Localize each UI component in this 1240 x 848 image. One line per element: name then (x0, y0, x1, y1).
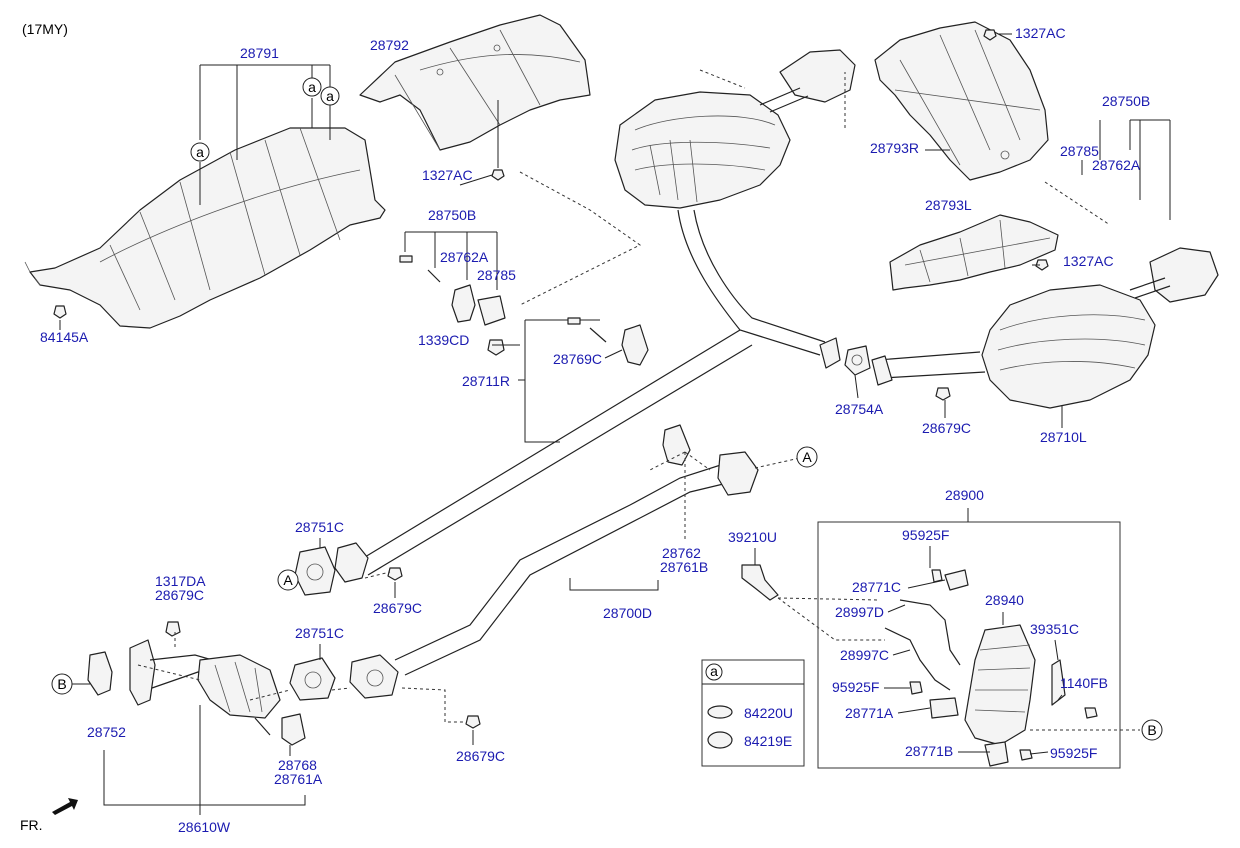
nut-1327AC-top-center (491, 169, 505, 181)
label-28754A: 28754A (835, 401, 884, 417)
front-pipe-28610W[interactable] (87, 639, 306, 746)
legend-item-84220U: 84220U (744, 705, 793, 721)
callout-A-1: A (796, 446, 818, 468)
label-28679C-4: 28679C (456, 748, 505, 764)
front-arrow-icon (52, 798, 78, 815)
rear-muffler-28710R[interactable] (614, 49, 856, 209)
legend-box: a 84220U 84219E (701, 659, 805, 767)
label-28762: 28762 (662, 545, 701, 561)
catalytic-converter-assembly-frame (817, 521, 1121, 769)
callout-A-2: A (277, 569, 299, 591)
label-28792: 28792 (370, 37, 409, 53)
label-84145A: 84145A (40, 329, 89, 345)
label-28610W: 28610W (178, 819, 231, 835)
label-28791: 28791 (240, 45, 279, 61)
svg-text:A: A (802, 449, 812, 465)
legend-item-84219E: 84219E (744, 733, 792, 749)
label-28793L: 28793L (925, 197, 972, 213)
center-pipe-28700D[interactable] (349, 424, 759, 699)
label-28679C-1: 28679C (922, 420, 971, 436)
svg-text:a: a (326, 88, 334, 104)
label-28679C-3: 28679C (373, 600, 422, 616)
legend-key: a (710, 663, 718, 679)
callout-B-1: B (51, 673, 73, 695)
nut-28679C-center (387, 567, 403, 581)
heat-shield-28793L[interactable] (889, 214, 1059, 291)
label-28710L: 28710L (1040, 429, 1087, 445)
label-28750B-2: 28750B (428, 207, 476, 223)
label-28997D: 28997D (835, 604, 884, 620)
hanger-kit-28750B-center (399, 255, 506, 356)
heat-shield-28791[interactable] (24, 127, 386, 329)
label-1327AC-1: 1327AC (422, 167, 473, 183)
label-28940: 28940 (985, 592, 1024, 608)
label-28769C: 28769C (553, 351, 602, 367)
label-1327AC-2: 1327AC (1015, 25, 1066, 41)
label-95925F-1: 95925F (902, 527, 949, 543)
callout-B-2: B (1141, 719, 1163, 741)
gasket-28754A (844, 345, 871, 376)
sensor-39210U (741, 564, 779, 601)
label-28751C-2: 28751C (295, 625, 344, 641)
label-28793R: 28793R (870, 140, 919, 156)
heat-shield-28792[interactable] (359, 14, 591, 151)
label-39351C: 39351C (1030, 621, 1079, 637)
model-year: (17MY) (22, 21, 68, 37)
label-1327AC-3: 1327AC (1063, 253, 1114, 269)
label-39210U: 39210U (728, 529, 777, 545)
catalytic-converter-28940[interactable] (964, 624, 1036, 767)
oxygen-sensor-harness[interactable] (884, 569, 1098, 761)
label-28711R: 28711R (462, 373, 510, 389)
front-label: FR. (20, 817, 43, 833)
label-28771B: 28771B (905, 743, 953, 759)
label-28997C: 28997C (840, 647, 889, 663)
label-28761B: 28761B (660, 559, 708, 575)
label-28761A: 28761A (274, 771, 323, 787)
label-28768: 28768 (278, 757, 317, 773)
nut-1327AC-top-right (983, 29, 997, 41)
callout-a-1: a (190, 142, 210, 162)
label-28700D: 28700D (603, 605, 652, 621)
label-28752: 28752 (87, 724, 126, 740)
bolt-84145A (53, 305, 67, 319)
svg-text:B: B (1147, 722, 1156, 738)
connector-pipe-28710L (871, 351, 986, 386)
label-28762A-2: 28762A (440, 249, 489, 265)
label-1317DA: 1317DA (155, 573, 206, 589)
svg-text:a: a (308, 79, 316, 95)
clip-84220U-icon (707, 705, 733, 719)
label-28785-1: 28785 (1060, 143, 1099, 159)
gasket-28751C-bottom (289, 657, 336, 701)
label-95925F-3: 95925F (1050, 745, 1097, 761)
center-pipe-28711R[interactable] (294, 209, 841, 596)
label-28679C-2: 28679C (155, 587, 204, 603)
label-95925F-2: 95925F (832, 679, 879, 695)
label-28762A-1: 28762A (1092, 157, 1141, 173)
label-28785-2: 28785 (477, 267, 516, 283)
heat-shield-28793R[interactable] (874, 21, 1049, 181)
label-28900: 28900 (945, 487, 984, 503)
callout-a-3: a (320, 86, 340, 106)
svg-text:A: A (283, 572, 293, 588)
nut-28679C-bottom (465, 715, 481, 729)
grommet-84219E-icon (707, 731, 733, 749)
front-direction-indicator: FR. (20, 798, 78, 833)
label-1339CD: 1339CD (418, 332, 469, 348)
label-28771A: 28771A (845, 705, 894, 721)
nut-28679C-right (935, 387, 951, 401)
callout-a-2: a (302, 77, 322, 97)
hanger-28769C (567, 317, 607, 343)
label-28751C-1: 28751C (295, 519, 344, 535)
label-28771C: 28771C (852, 579, 901, 595)
bolt-1317DA (165, 621, 181, 637)
rear-muffler-28710L[interactable] (981, 247, 1219, 409)
svg-text:B: B (57, 676, 66, 692)
label-28750B-1: 28750B (1102, 93, 1150, 109)
svg-text:a: a (196, 144, 204, 160)
label-1140FB: 1140FB (1060, 675, 1108, 691)
